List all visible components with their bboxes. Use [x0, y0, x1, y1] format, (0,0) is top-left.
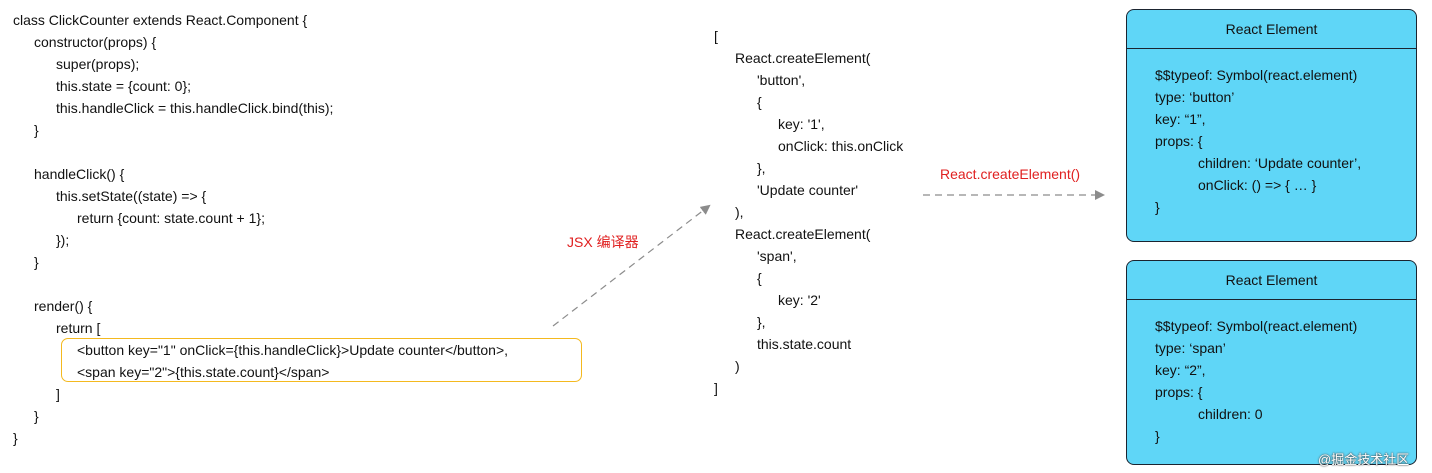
code-line: return {count: state.count + 1};	[77, 210, 265, 226]
code-line: ]	[56, 386, 60, 402]
code-line: class ClickCounter extends React.Compone…	[13, 12, 308, 28]
card-line: key: “2”,	[1155, 362, 1206, 378]
card-line: $$typeof: Symbol(react.element)	[1155, 318, 1358, 334]
code-line: 'span',	[757, 248, 797, 264]
code-line: ]	[714, 380, 718, 396]
code-line: key: '1',	[778, 116, 825, 132]
card-line: children: ‘Update counter’,	[1198, 155, 1362, 171]
jsx-highlight-box	[61, 338, 582, 382]
create-element-label: React.createElement()	[940, 166, 1081, 182]
code-line: )	[735, 358, 740, 374]
jsx-compiler-label: JSX 编译器	[567, 234, 639, 250]
code-line: }	[34, 254, 39, 270]
code-line: },	[757, 314, 766, 330]
card-line: }	[1155, 428, 1160, 444]
code-line: this.state.count	[757, 336, 852, 352]
code-line: render() {	[34, 298, 93, 314]
react-element-card-span: React Element $$typeof: Symbol(react.ele…	[1126, 260, 1417, 465]
code-line-jsx-span: <span key="2">{this.state.count}</span>	[77, 364, 330, 380]
card-line: $$typeof: Symbol(react.element)	[1155, 67, 1358, 83]
card-line: onClick: () => { … }	[1198, 177, 1317, 193]
code-line: React.createElement(	[735, 50, 871, 66]
react-element-card-button: React Element $$typeof: Symbol(react.ele…	[1126, 9, 1417, 242]
code-line: 'button',	[757, 72, 806, 88]
code-line: onClick: this.onClick	[778, 138, 904, 154]
code-line: this.setState((state) => {	[56, 188, 207, 204]
code-line: return [	[56, 320, 101, 336]
code-line: this.state = {count: 0};	[56, 78, 192, 94]
code-line: [	[714, 28, 718, 44]
code-line-jsx-button: <button key="1" onClick={this.handleClic…	[77, 342, 509, 358]
code-line: });	[56, 232, 70, 248]
code-line: }	[34, 122, 39, 138]
card-line: props: {	[1155, 384, 1203, 400]
code-line: }	[34, 408, 39, 424]
code-line: constructor(props) {	[34, 34, 157, 50]
card-line: key: “1”,	[1155, 111, 1206, 127]
card-line: type: ‘button’	[1155, 89, 1235, 105]
card-title: React Element	[1127, 261, 1416, 300]
code-line: }	[13, 430, 18, 446]
code-line: {	[757, 270, 762, 286]
code-line: },	[757, 160, 766, 176]
code-line: React.createElement(	[735, 226, 871, 242]
code-line: super(props);	[56, 56, 140, 72]
watermark: @掘金技术社区	[1318, 452, 1410, 467]
card-title: React Element	[1127, 10, 1416, 49]
card-line: children: 0	[1198, 406, 1263, 422]
jsx-compile-arrow	[552, 204, 711, 327]
code-line: handleClick() {	[34, 166, 125, 182]
code-line: ),	[735, 204, 744, 220]
code-line: key: '2'	[778, 292, 821, 308]
card-line: type: ‘span’	[1155, 340, 1226, 356]
card-line: props: {	[1155, 133, 1203, 149]
card-line: }	[1155, 199, 1160, 215]
code-line: 'Update counter'	[757, 182, 859, 198]
code-line: {	[757, 94, 762, 110]
code-line: this.handleClick = this.handleClick.bind…	[56, 100, 334, 116]
